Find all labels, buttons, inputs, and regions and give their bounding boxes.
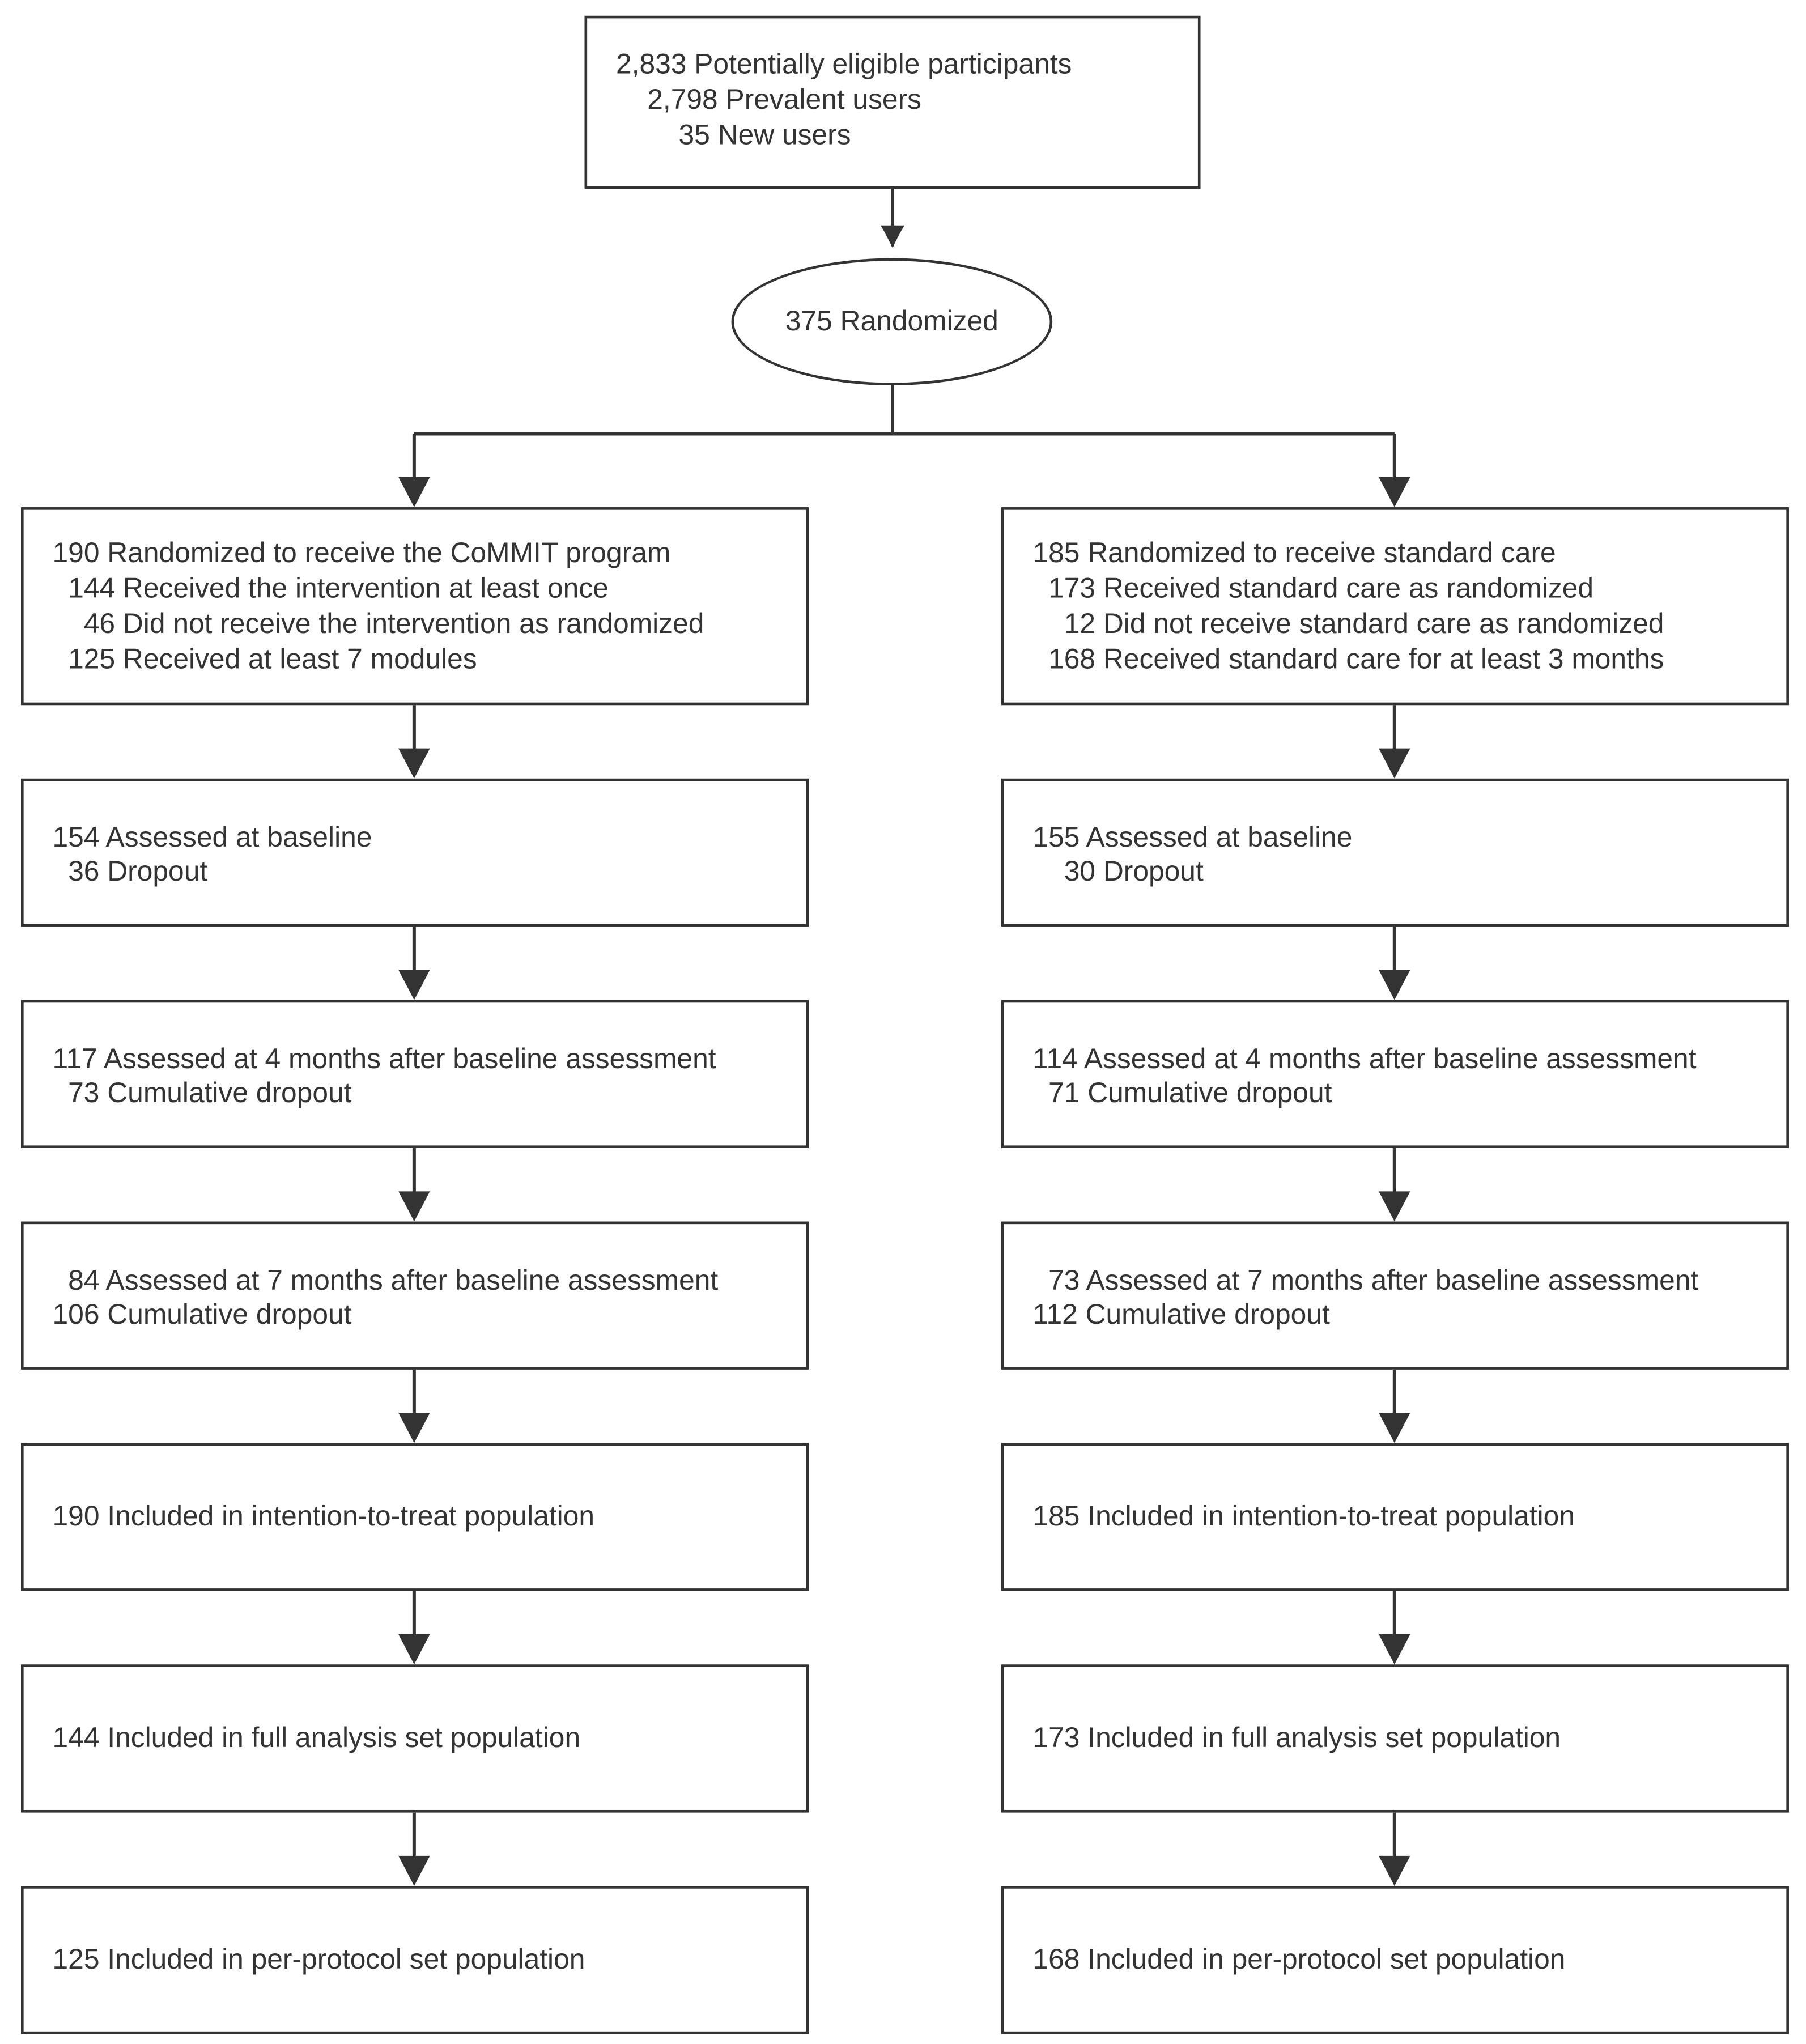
left-month7-assessed: 84 Assessed at 7 months after baseline a… — [52, 1264, 719, 1297]
right-allocation-box: 185 Randomized to receive standard care … — [1001, 507, 1789, 706]
left-fas-text: 144 Included in full analysis set popula… — [52, 1722, 581, 1754]
arrow-left-to-pps — [398, 1855, 430, 1886]
arrow-right-to-month7 — [1379, 1191, 1410, 1222]
randomized-text: 375 Randomized — [785, 305, 998, 337]
right-itt-box: 185 Included in intention-to-treat popul… — [1001, 1443, 1789, 1591]
arrow-right-to-fas — [1379, 1634, 1410, 1665]
left-baseline-dropout: 36 Dropout — [52, 856, 208, 887]
enrollment-box: 2,833 Potentially eligible participants … — [584, 15, 1201, 189]
left-allocation-line: 144 Received the intervention at least o… — [52, 572, 609, 605]
right-fas-box: 173 Included in full analysis set popula… — [1001, 1664, 1789, 1813]
left-fas-box: 144 Included in full analysis set popula… — [21, 1664, 809, 1813]
left-pps-box: 125 Included in per-protocol set populat… — [21, 1886, 809, 2034]
right-allocation-line: 12 Did not receive standard care as rand… — [1032, 608, 1664, 640]
right-month4-box: 114 Assessed at 4 months after baseline … — [1001, 1000, 1789, 1149]
right-allocation-line: 173 Received standard care as randomized — [1032, 572, 1594, 605]
arrow-left-to-itt — [398, 1413, 430, 1443]
left-month7-box: 84 Assessed at 7 months after baseline a… — [21, 1221, 809, 1370]
right-pps-text: 168 Included in per-protocol set populat… — [1032, 1943, 1566, 1975]
right-baseline-box: 155 Assessed at baseline 30 Dropout — [1001, 778, 1789, 927]
left-allocation-line: 190 Randomized to receive the CoMMIT pro… — [52, 537, 671, 569]
arrow-right-to-baseline — [1379, 748, 1410, 779]
arrow-to-right-allocation — [1379, 477, 1410, 508]
left-month7-dropout: 106 Cumulative dropout — [52, 1298, 352, 1331]
right-month7-dropout: 112 Cumulative dropout — [1032, 1298, 1330, 1331]
left-baseline-assessed: 154 Assessed at baseline — [52, 822, 372, 853]
left-month4-assessed: 117 Assessed at 4 months after baseline … — [52, 1043, 716, 1075]
new-users-text: 35 New users — [616, 119, 851, 151]
right-month4-dropout: 71 Cumulative dropout — [1032, 1077, 1332, 1109]
right-month7-assessed: 73 Assessed at 7 months after baseline a… — [1032, 1264, 1699, 1297]
left-allocation-line: 125 Received at least 7 modules — [52, 643, 477, 675]
left-pps-text: 125 Included in per-protocol set populat… — [52, 1943, 585, 1975]
right-pps-box: 168 Included in per-protocol set populat… — [1001, 1886, 1789, 2034]
right-baseline-assessed: 155 Assessed at baseline — [1032, 822, 1353, 853]
left-itt-box: 190 Included in intention-to-treat popul… — [21, 1443, 809, 1591]
right-allocation-line: 168 Received standard care for at least … — [1032, 643, 1664, 675]
arrow-right-to-pps — [1379, 1855, 1410, 1886]
left-month4-box: 117 Assessed at 4 months after baseline … — [21, 1000, 809, 1149]
arrow-left-to-month7 — [398, 1191, 430, 1222]
eligible-participants-text: 2,833 Potentially eligible participants — [616, 48, 1072, 80]
right-fas-text: 173 Included in full analysis set popula… — [1032, 1722, 1561, 1754]
arrow-to-left-allocation — [398, 477, 430, 508]
left-allocation-box: 190 Randomized to receive the CoMMIT pro… — [21, 507, 809, 706]
left-baseline-box: 154 Assessed at baseline 36 Dropout — [21, 778, 809, 927]
prevalent-users-text: 2,798 Prevalent users — [616, 84, 922, 116]
left-itt-text: 190 Included in intention-to-treat popul… — [52, 1501, 595, 1532]
randomized-ellipse: 375 Randomized — [731, 258, 1053, 385]
right-baseline-dropout: 30 Dropout — [1032, 856, 1204, 887]
right-month4-assessed: 114 Assessed at 4 months after baseline … — [1032, 1043, 1697, 1075]
right-itt-text: 185 Included in intention-to-treat popul… — [1032, 1501, 1575, 1532]
arrow-left-to-month4 — [398, 970, 430, 1000]
arrow-left-to-fas — [398, 1634, 430, 1665]
arrow-left-to-baseline — [398, 748, 430, 779]
arrow-right-to-month4 — [1379, 970, 1410, 1000]
arrow-right-to-itt — [1379, 1413, 1410, 1443]
left-allocation-line: 46 Did not receive the intervention as r… — [52, 608, 704, 640]
right-month7-box: 73 Assessed at 7 months after baseline a… — [1001, 1221, 1789, 1370]
left-month4-dropout: 73 Cumulative dropout — [52, 1077, 352, 1109]
right-allocation-line: 185 Randomized to receive standard care — [1032, 537, 1556, 569]
